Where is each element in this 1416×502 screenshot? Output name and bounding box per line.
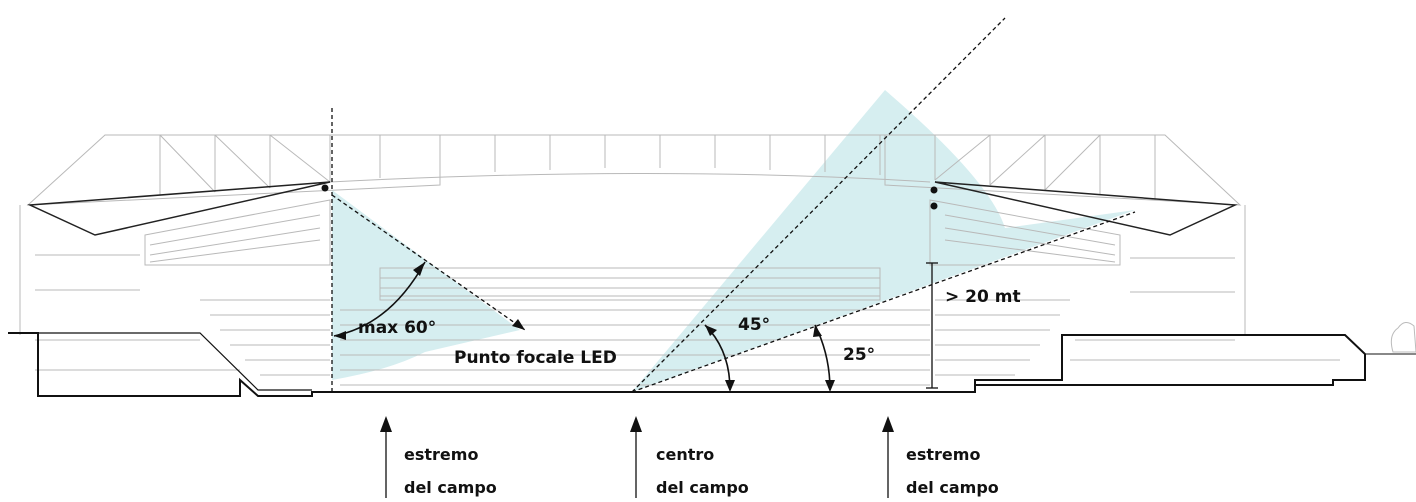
right-upper-stand — [929, 199, 1121, 266]
roof-left — [26, 134, 441, 206]
up-arrowhead-left — [380, 416, 392, 432]
marker-right-line2: del campo — [906, 478, 999, 497]
central-stand — [379, 267, 881, 301]
field-marker-right: estremo del campo — [882, 416, 999, 498]
field-marker-left: estremo del campo — [380, 416, 497, 498]
max-angle-label: max 60° — [358, 318, 436, 338]
ground-outline — [8, 332, 1416, 397]
angle-25-label: 25° — [843, 345, 875, 365]
roof-truss-verticals — [159, 134, 1156, 200]
seating-rows — [149, 214, 1116, 386]
marker-left-line2: del campo — [404, 478, 497, 497]
marker-left-line1: estremo — [404, 445, 478, 464]
right-led-cone — [632, 90, 1135, 392]
arc-60 — [333, 261, 426, 337]
left-upper-stand — [144, 199, 331, 266]
tree — [1390, 322, 1416, 353]
height-label: > 20 mt — [945, 287, 1021, 307]
field-marker-center: centro del campo — [630, 416, 749, 498]
height-marker — [926, 262, 938, 389]
roof-truss-arc — [329, 173, 931, 183]
sight-lines — [331, 17, 1136, 393]
light-bar-left — [27, 181, 331, 236]
arc-arrowheads — [334, 262, 835, 392]
led-fixture-left — [321, 184, 329, 192]
up-arrowhead-center — [630, 416, 642, 432]
focal-point-label: Punto focale LED — [454, 348, 617, 368]
marker-right-line1: estremo — [906, 445, 980, 464]
angle-45-label: 45° — [738, 315, 770, 335]
right-building — [1070, 205, 1340, 361]
up-arrowhead-right — [882, 416, 894, 432]
left-building — [19, 205, 240, 371]
marker-center-line2: del campo — [656, 478, 749, 497]
left-aim-arrowhead — [512, 319, 525, 330]
led-fixture-right-1 — [930, 186, 938, 194]
light-bar-right — [934, 181, 1238, 236]
visibility-cones — [332, 90, 1135, 392]
left-aim-line — [331, 194, 526, 331]
left-led-cone — [332, 190, 520, 380]
led-fixture-right-2 — [930, 202, 938, 210]
marker-center-line1: centro — [656, 445, 714, 464]
stadium-structure — [19, 134, 1416, 386]
shallow-aim-line — [631, 211, 1136, 393]
